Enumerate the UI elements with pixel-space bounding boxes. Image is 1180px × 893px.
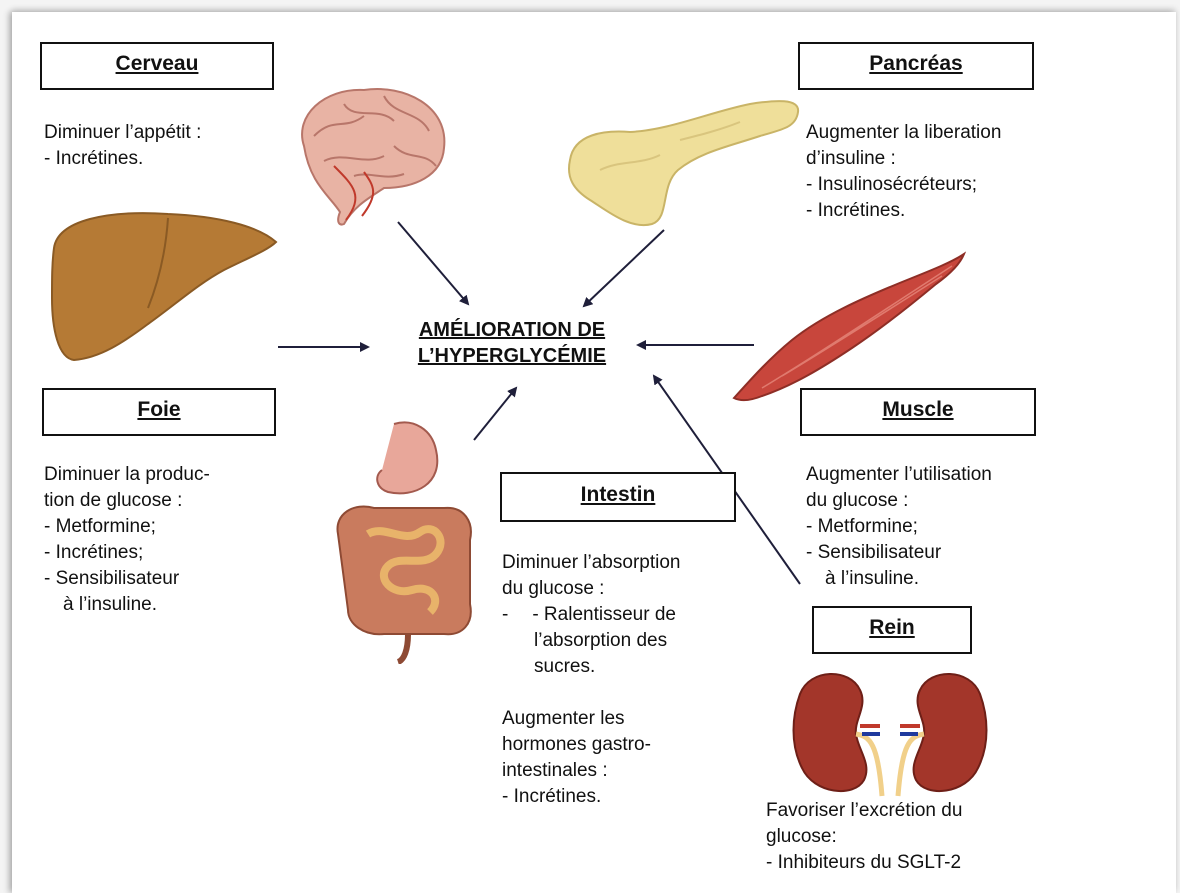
foie-line: tion de glucose :	[44, 488, 210, 514]
pancreas-line: - Insulinosécréteurs;	[806, 172, 1001, 198]
muscle-icon	[722, 248, 972, 408]
intestin-label: Intestin	[500, 472, 736, 522]
center-title: AMÉLIORATION DE L’HYPERGLYCÉMIE	[382, 317, 642, 369]
muscle-line: Augmenter l’utilisation	[806, 462, 992, 488]
foie-line: Diminuer la produc-	[44, 462, 210, 488]
intestin-line: Diminuer l’absorption	[502, 550, 680, 576]
intestin-line: du glucose :	[502, 576, 680, 602]
intestine-icon	[324, 414, 484, 664]
arrow-pancreas	[584, 230, 664, 306]
intestin-line: intestinales :	[502, 758, 680, 784]
intestin-line: -- Ralentisseur de	[502, 602, 680, 628]
pancreas-line: - Incrétines.	[806, 198, 1001, 224]
intestin-line: sucres.	[502, 654, 680, 680]
rein-line: glucose:	[766, 824, 962, 850]
diagram-page: AMÉLIORATION DE L’HYPERGLYCÉMIE Cerveau …	[12, 12, 1176, 893]
rein-text: Favoriser l’excrétion du glucose: - Inhi…	[766, 798, 962, 876]
muscle-line: - Sensibilisateur	[806, 540, 992, 566]
foie-line: - Metformine;	[44, 514, 210, 540]
center-title-line1: AMÉLIORATION DE	[382, 317, 642, 343]
rein-line: Favoriser l’excrétion du	[766, 798, 962, 824]
muscle-line: - Metformine;	[806, 514, 992, 540]
cerveau-text: Diminuer l’appétit : - Incrétines.	[44, 120, 201, 172]
intestin-line: Augmenter les	[502, 706, 680, 732]
kidney-icon	[780, 664, 1000, 799]
intestin-text: Diminuer l’absorption du glucose : -- Ra…	[502, 550, 680, 810]
liver-icon	[48, 208, 280, 368]
pancreas-label: Pancréas	[798, 42, 1034, 90]
intestin-line: - Incrétines.	[502, 784, 680, 810]
center-title-line2: L’HYPERGLYCÉMIE	[382, 343, 642, 369]
rein-label: Rein	[812, 606, 972, 654]
foie-text: Diminuer la produc- tion de glucose : - …	[44, 462, 210, 618]
intestin-line: hormones gastro-	[502, 732, 680, 758]
intestin-gap	[502, 680, 680, 706]
foie-line: - Incrétines;	[44, 540, 210, 566]
cerveau-line: Diminuer l’appétit :	[44, 120, 201, 146]
muscle-line: à l’insuline.	[806, 566, 992, 592]
pancreas-line: Augmenter la liberation	[806, 120, 1001, 146]
intestin-sub: - Ralentisseur de	[508, 604, 676, 625]
foie-label: Foie	[42, 388, 276, 436]
pancreas-icon	[560, 90, 810, 240]
muscle-text: Augmenter l’utilisation du glucose : - M…	[806, 462, 992, 592]
pancreas-text: Augmenter la liberation d’insuline : - I…	[806, 120, 1001, 224]
intestin-line: l’absorption des	[502, 628, 680, 654]
pancreas-line: d’insuline :	[806, 146, 1001, 172]
cerveau-label: Cerveau	[40, 42, 274, 90]
muscle-line: du glucose :	[806, 488, 992, 514]
rein-line: - Inhibiteurs du SGLT-2	[766, 850, 962, 876]
foie-line: - Sensibilisateur	[44, 566, 210, 592]
cerveau-line: - Incrétines.	[44, 146, 201, 172]
brain-icon	[284, 76, 464, 236]
foie-line: à l’insuline.	[44, 592, 210, 618]
